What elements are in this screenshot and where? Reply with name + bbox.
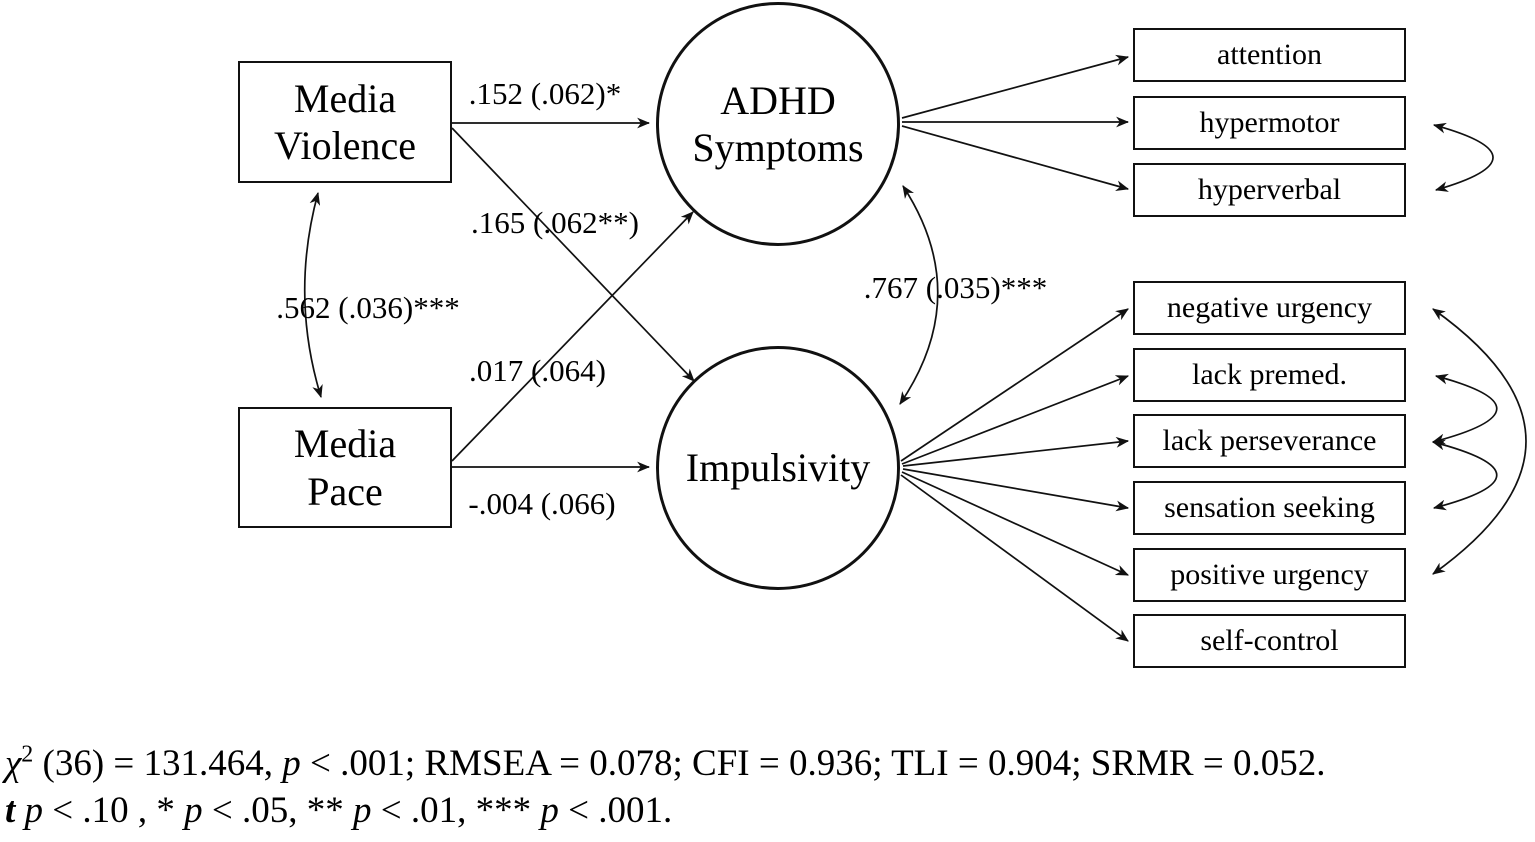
indicator-hyperverbal-label: hyperverbal (1197, 173, 1342, 206)
indicator-negative-urgency: negative urgency (1133, 281, 1406, 335)
impulsivity-label: Impulsivity (685, 445, 871, 491)
indicator-positive-urgency: positive urgency (1133, 548, 1406, 602)
coef-adhd-impulsivity-covariance: .767 (.035)*** (863, 270, 1048, 305)
arrow-imp-to-lack-perseverance (902, 436, 1130, 467)
t-symbol: t (5, 790, 16, 831)
indicator-positive-urgency-label: positive urgency (1170, 558, 1369, 591)
arrow-imp-to-self-control (900, 474, 1129, 642)
media-violence-label-line1: Media (293, 75, 397, 121)
adhd-label-line1: ADHD (720, 77, 836, 123)
coef-mp-to-impulsivity: -.004 (.066) (468, 486, 616, 521)
coef-mv-mp-covariance: .562 (.036)*** (276, 290, 460, 325)
p-symbol: p (282, 743, 301, 784)
indicator-hypermotor-label: hypermotor (1199, 106, 1340, 139)
residual-arc-hypermotor-hyperverbal (1432, 122, 1494, 192)
indicator-negative-urgency-label: negative urgency (1166, 291, 1373, 324)
coef-mv-to-impulsivity: .165 (.062**) (471, 205, 639, 240)
indicator-lack-perseverance: lack perseverance (1133, 414, 1406, 468)
arrow-adhd-to-attention (901, 54, 1130, 119)
arrow-adhd-to-hyperverbal (901, 125, 1130, 192)
p-symbol: p (24, 790, 44, 831)
coef-mp-to-adhd: .017 (.064) (469, 353, 606, 388)
node-media-violence: Media Violence (238, 61, 452, 183)
indicator-lack-perseverance-label: lack perseverance (1162, 424, 1377, 457)
chi-exponent: 2 (21, 741, 34, 768)
p-symbol: p (540, 790, 559, 831)
fit-statistics-line: χ2 (36) = 131.464, p < .001; RMSEA = 0.0… (5, 742, 1325, 785)
arrow-imp-to-negative-urgency (900, 308, 1129, 462)
indicator-sensation-seeking: sensation seeking (1133, 481, 1406, 535)
p-symbol: p (184, 790, 203, 831)
indicator-lack-premed-label: lack premed. (1192, 358, 1347, 391)
indicator-hyperverbal: hyperverbal (1133, 163, 1406, 217)
coef-mv-to-adhd: .152 (.062)* (468, 76, 622, 111)
indicator-attention: attention (1133, 28, 1406, 82)
indicator-lack-premed: lack premed. (1133, 348, 1406, 402)
fit-stats-segment: (36) = 131.464, (33, 743, 283, 784)
fit-stats-segment: < .001; RMSEA = 0.078; CFI = 0.936; TLI … (300, 743, 1326, 784)
p-symbol: p (353, 790, 372, 831)
arrow-mp-to-adhd (451, 211, 694, 462)
indicator-sensation-seeking-label: sensation seeking (1164, 491, 1375, 524)
covariance-arc-adhd-impulsivity (899, 185, 939, 405)
indicator-self-control-label: self-control (1200, 624, 1339, 657)
indicator-hypermotor: hypermotor (1133, 96, 1406, 150)
arrow-imp-to-positive-urgency (901, 471, 1129, 576)
indicator-attention-label: attention (1217, 38, 1322, 71)
node-media-pace: Media Pace (238, 407, 452, 528)
significance-legend-line: t p < .10 , * p < .05, ** p < .01, *** p… (5, 790, 673, 831)
covariance-arc-mv-mp (303, 191, 323, 399)
media-pace-label-line1: Media (293, 421, 397, 467)
arrow-imp-to-lack-premed (901, 375, 1130, 465)
indicator-self-control: self-control (1133, 614, 1406, 668)
arrow-mv-to-impulsivity (451, 127, 695, 382)
media-violence-label-line2: Violence (274, 123, 416, 168)
media-pace-label-line2: Pace (307, 468, 383, 514)
residual-arc-premed-perseverance (1431, 373, 1498, 445)
adhd-label-line2: Symptoms (692, 125, 864, 170)
node-adhd-symptoms: ADHD Symptoms (656, 2, 900, 246)
residual-arc-negative-positive-urgency (1432, 308, 1527, 575)
arrow-imp-to-sensation-seeking (902, 468, 1130, 512)
node-impulsivity: Impulsivity (656, 346, 900, 590)
chi-symbol: χ (5, 743, 22, 784)
residual-arc-perseverance-sensation (1431, 439, 1498, 511)
